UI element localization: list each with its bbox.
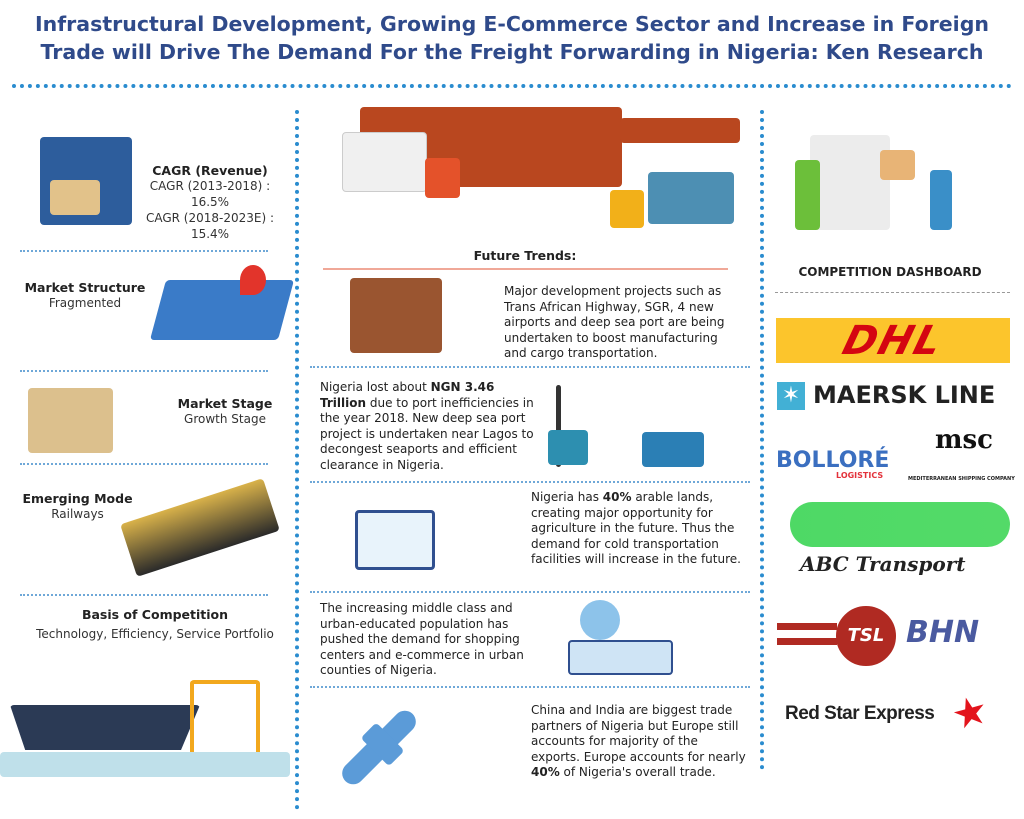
dhl-logo: DHL: [776, 318, 1010, 364]
sea-illustration: [0, 752, 290, 777]
cagr-block: CAGR (Revenue) CAGR (2013-2018) : 16.5% …: [145, 163, 275, 241]
divider: [20, 463, 268, 465]
worker-trolley-illustration: [930, 170, 952, 230]
trend-infrastructure-text: Major development projects such as Trans…: [504, 284, 725, 360]
competition-dashboard-heading: COMPETITION DASHBOARD: [798, 265, 982, 279]
tunnel-construction-illustration: [350, 278, 442, 353]
world-map-illustration: [149, 280, 295, 340]
trend-port-text: Nigeria lost about NGN 3.46 Trillion due…: [320, 380, 534, 472]
maersk-logo: MAERSK LINE: [813, 381, 996, 409]
forklift-illustration: [610, 190, 644, 228]
shopper-avatar-icon: [580, 600, 620, 640]
heading-underline: [323, 268, 728, 270]
parcel-box-icon: [568, 640, 673, 675]
cargo-ship-illustration: [10, 705, 200, 750]
divider: [310, 686, 750, 688]
boxes-illustration: [880, 150, 915, 180]
parcel-tracking-illustration: [28, 388, 113, 453]
emerging-mode-block: Emerging Mode Railways: [22, 491, 133, 521]
abc-deer-logo: [790, 502, 1010, 547]
location-pin-icon: [240, 265, 266, 295]
abc-transport-logo: ABC Transport: [800, 552, 966, 576]
red-star-express-logo: Red Star Express: [785, 703, 935, 724]
msc-logo: msc: [935, 425, 993, 455]
market-structure-block: Market Structure Fragmented: [24, 280, 146, 310]
truck-cab: [425, 158, 460, 198]
trend-ecommerce-text: The increasing middle class and urban-ed…: [320, 601, 524, 677]
tsl-stripes: [777, 623, 837, 645]
divider: [310, 366, 750, 368]
column-divider-left: [295, 110, 299, 810]
divider: [310, 481, 750, 483]
delivery-truck-icon: [355, 510, 435, 570]
maersk-star-icon: ✶: [777, 382, 805, 410]
title-divider: [12, 84, 1012, 88]
divider: [20, 370, 268, 372]
red-star-icon: ★: [946, 686, 994, 740]
boxes-illustration: [50, 180, 100, 215]
worker-illustration: [795, 160, 820, 230]
bhn-logo: BHN: [906, 615, 980, 650]
bollore-sub: LOGISTICS: [836, 471, 884, 480]
warehouse-icon: [642, 432, 704, 467]
trend-trade-text: China and India are biggest trade partne…: [531, 703, 746, 779]
divider: [310, 591, 750, 593]
train-illustration: [120, 478, 280, 577]
ship-icon: [548, 430, 588, 465]
msc-sub: MEDITERRANEAN SHIPPING COMPANY: [908, 476, 1015, 482]
future-trends-heading: Future Trends:: [473, 248, 577, 263]
page-title: Infrastructural Development, Growing E-C…: [35, 12, 989, 64]
locomotive-illustration: [620, 118, 740, 143]
divider: [775, 292, 1010, 293]
tsl-logo: TSL: [836, 606, 896, 666]
trend-agriculture-text: Nigeria has 40% arable lands, creating m…: [531, 490, 741, 566]
port-crane-icon: [556, 385, 561, 467]
shipping-container-illustration: [648, 172, 734, 224]
divider: [20, 250, 268, 252]
divider: [20, 594, 268, 596]
market-stage-block: Market Stage Growth Stage: [177, 396, 273, 426]
column-divider-right: [760, 110, 764, 770]
port-crane-illustration: [190, 680, 260, 760]
bollore-logo: BOLLORÉ: [776, 448, 890, 473]
warehouse-shelves-illustration: [810, 135, 890, 230]
competition-basis-block: Basis of Competition Technology, Efficie…: [36, 607, 274, 641]
truck-illustration: [342, 132, 427, 192]
